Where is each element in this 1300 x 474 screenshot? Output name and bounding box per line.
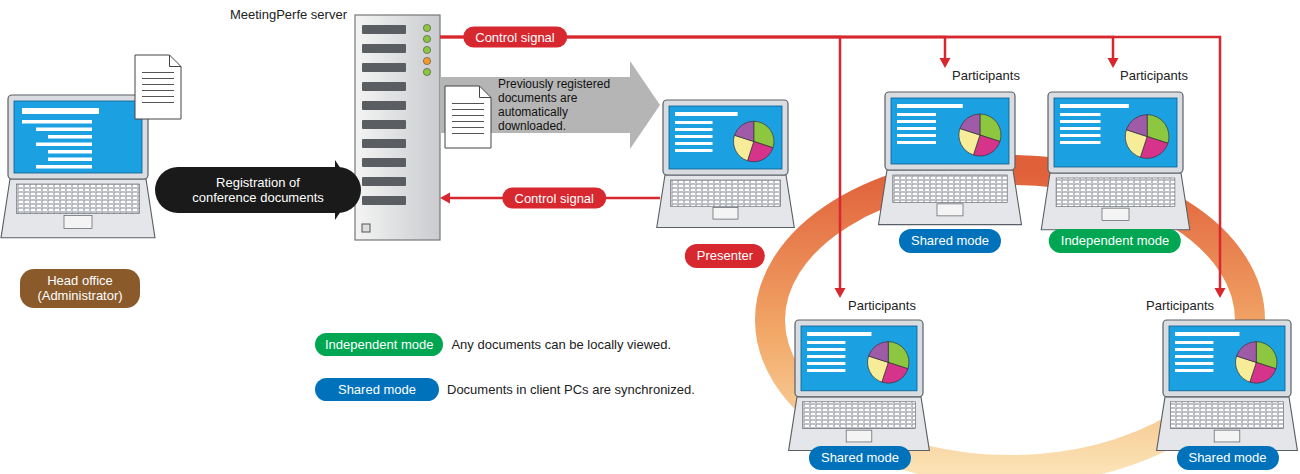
document-icon bbox=[135, 55, 181, 119]
registration-arrow bbox=[178, 160, 355, 220]
laptop bbox=[789, 320, 930, 451]
drive-slot bbox=[362, 44, 406, 53]
download-arrow bbox=[440, 61, 660, 149]
drive-slot bbox=[362, 158, 406, 167]
server-node: MeetingPerfe server bbox=[355, 15, 440, 240]
role-badge: Independent mode bbox=[1049, 229, 1181, 253]
document-icon bbox=[445, 86, 491, 148]
client-pc: Presenter bbox=[660, 98, 790, 268]
participant-label: Participants bbox=[1146, 298, 1214, 314]
legend-row: Independent mode Any documents can be loc… bbox=[315, 333, 671, 356]
laptop bbox=[657, 100, 795, 228]
role-badge: Presenter bbox=[685, 244, 765, 268]
laptop bbox=[1, 95, 155, 238]
legend-text: Any documents can be locally viewed. bbox=[451, 337, 671, 352]
status-led bbox=[423, 68, 430, 75]
laptop bbox=[879, 92, 1022, 225]
legend-text: Documents in client PCs are synchronized… bbox=[447, 382, 695, 397]
drive-slot bbox=[362, 120, 406, 129]
client-pc: ParticipantsShared mode bbox=[1160, 298, 1295, 470]
drive-slot bbox=[362, 101, 406, 110]
legend-row: Shared mode Documents in client PCs are s… bbox=[315, 378, 695, 401]
connector-label: Registration of conference documents bbox=[183, 175, 333, 205]
connector-line bbox=[178, 167, 338, 213]
drive-slot bbox=[362, 139, 406, 148]
drive-slot bbox=[362, 63, 406, 72]
arrowhead bbox=[940, 58, 951, 68]
status-led bbox=[423, 46, 430, 53]
status-led bbox=[423, 24, 430, 31]
arrowhead bbox=[1108, 58, 1119, 68]
connector-line bbox=[440, 37, 1220, 290]
participant-label: Participants bbox=[952, 68, 1020, 84]
power-button bbox=[362, 224, 370, 232]
connector-line bbox=[440, 37, 840, 290]
drive-slot bbox=[362, 177, 406, 186]
server-case bbox=[355, 15, 440, 240]
laptop bbox=[1041, 92, 1190, 230]
client-pc: ParticipantsShared mode bbox=[790, 298, 930, 470]
status-led bbox=[423, 35, 430, 42]
role-badge: Shared mode bbox=[1176, 446, 1278, 470]
legend-swatch: Shared mode bbox=[315, 378, 439, 401]
client-pc: ParticipantsShared mode bbox=[880, 68, 1020, 253]
drive-slot bbox=[362, 25, 406, 34]
role-badge: Shared mode bbox=[899, 229, 1001, 253]
participant-label: Participants bbox=[848, 298, 916, 314]
connector-label: Control signal bbox=[463, 27, 567, 48]
role-badge: Head office (Administrator) bbox=[20, 269, 140, 308]
arrowhead bbox=[335, 160, 355, 220]
status-led bbox=[423, 57, 430, 64]
drive-slot bbox=[362, 196, 406, 205]
arrowhead bbox=[440, 193, 450, 204]
connector-label: Previously registered documents are auto… bbox=[498, 77, 630, 133]
control-signal-line bbox=[440, 37, 846, 298]
participant-label: Participants bbox=[1120, 68, 1188, 84]
arrowhead bbox=[1215, 288, 1226, 298]
mode-name: Shared mode bbox=[338, 382, 416, 397]
drive-slot bbox=[362, 82, 406, 91]
server-tower bbox=[355, 15, 440, 240]
mode-name: Independent mode bbox=[325, 337, 433, 352]
role-badge: Shared mode bbox=[809, 446, 911, 470]
legend-swatch: Independent mode bbox=[315, 333, 443, 356]
arrowhead bbox=[835, 288, 846, 298]
arrowhead bbox=[630, 61, 660, 149]
client-pc: ParticipantsIndependent mode bbox=[1040, 68, 1190, 253]
connector-label: Control signal bbox=[503, 188, 607, 209]
client-pc: Head office (Administrator) bbox=[5, 92, 155, 308]
server-label: MeetingPerfe server bbox=[230, 7, 347, 23]
control-signal-line bbox=[440, 37, 1226, 298]
laptop bbox=[1157, 320, 1298, 451]
